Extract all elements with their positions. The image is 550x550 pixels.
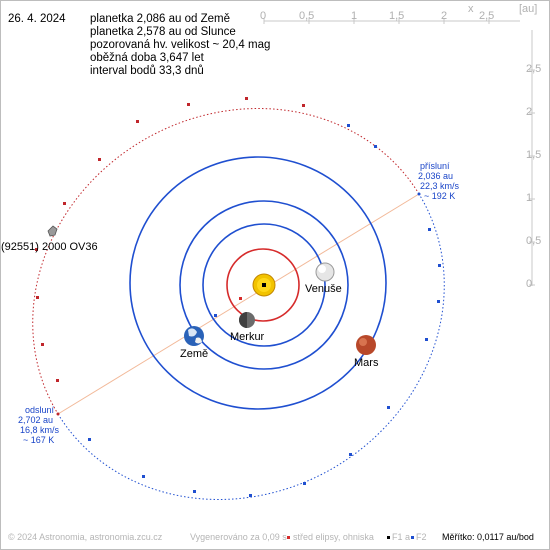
legend-f2-square bbox=[411, 536, 414, 539]
x-tick-label: 1,5 bbox=[389, 10, 405, 22]
aphelion-title: odsluní bbox=[25, 405, 55, 415]
mars-icon bbox=[356, 335, 376, 355]
asteroid-orbit-blue bbox=[57, 193, 445, 501]
venus-icon bbox=[315, 262, 335, 282]
footer-f2-legend: F2 bbox=[416, 532, 427, 542]
y-tick-label: 2 bbox=[526, 106, 533, 118]
y-tick-label: 0 bbox=[526, 278, 533, 290]
y-tick-label: 2,5 bbox=[526, 63, 542, 75]
footer-f1-legend: F1 a bbox=[392, 532, 411, 542]
asteroid-orbit-red bbox=[32, 107, 420, 415]
footer-generated: Vygenerováno za 0,09 s bbox=[190, 532, 287, 542]
x-tick-label: 0 bbox=[260, 10, 267, 22]
aphelion-distance: 2,702 au bbox=[18, 415, 54, 425]
mars-label: Mars bbox=[354, 357, 379, 369]
info-line-distance-sun: planetka 2,578 au od Slunce bbox=[90, 26, 236, 38]
x-tick-label: 2,5 bbox=[479, 10, 495, 22]
perihelion-title: přísluní bbox=[420, 161, 450, 171]
venus-orbit bbox=[202, 223, 326, 347]
aphelion-speed: 16,8 km/s bbox=[20, 425, 60, 435]
asteroid-position-dots-red bbox=[35, 97, 305, 382]
focus-f2-marker bbox=[214, 314, 217, 317]
apsidal-line bbox=[57, 193, 420, 415]
x-tick-label: 2 bbox=[441, 10, 448, 22]
ellipse-center-marker bbox=[239, 297, 242, 300]
sun-icon bbox=[252, 273, 276, 297]
y-tick-label: 1,5 bbox=[526, 149, 542, 161]
asteroid-icon bbox=[47, 225, 58, 237]
earth-icon bbox=[184, 326, 204, 346]
perihelion-info: přísluní bbox=[420, 161, 450, 171]
mars-orbit bbox=[129, 156, 387, 410]
info-line-period: oběžná doba 3,647 let bbox=[90, 52, 204, 64]
aphelion-temperature: ~ 167 K bbox=[23, 435, 55, 445]
earth-label: Země bbox=[180, 348, 209, 360]
info-line-distance-earth: planetka 2,086 au od Země bbox=[90, 13, 231, 25]
info-line-interval: interval bodů 33,3 dnů bbox=[90, 65, 204, 77]
aphelion-marker bbox=[56, 412, 60, 416]
y-tick-label: 0,5 bbox=[526, 235, 542, 247]
perihelion-temperature: ~ 192 K bbox=[424, 191, 456, 201]
axis-unit-label: [au] bbox=[519, 3, 538, 15]
x-tick-label: 1 bbox=[351, 10, 358, 22]
footer-center-legend: střed elipsy, ohniska bbox=[293, 532, 374, 542]
asteroid-position-dots-blue bbox=[88, 124, 441, 497]
perihelion-speed: 22,3 km/s bbox=[420, 181, 460, 191]
info-line-magnitude: pozorovaná hv. velikost ~ 20,4 mag bbox=[90, 39, 271, 51]
mercury-icon bbox=[239, 312, 255, 328]
right-axis bbox=[529, 30, 535, 286]
mercury-orbit bbox=[226, 248, 300, 322]
legend-center-square bbox=[287, 536, 290, 539]
footer-scale: Měřítko: 0,0117 au/bod bbox=[442, 532, 534, 542]
asteroid-label: (92551) 2000 OV36 bbox=[1, 241, 98, 253]
top-axis bbox=[263, 18, 520, 24]
venus-label: Venuše bbox=[305, 283, 342, 295]
perihelion-marker bbox=[417, 192, 421, 196]
footer-copyright: © 2024 Astronomia, astronomia.zcu.cz bbox=[8, 532, 163, 542]
date-label: 26. 4. 2024 bbox=[8, 13, 66, 25]
perihelion-distance: 2,036 au bbox=[418, 171, 454, 181]
x-tick-label: 0,5 bbox=[299, 10, 315, 22]
y-tick-label: 1 bbox=[526, 192, 533, 204]
x-axis-name: x bbox=[468, 3, 474, 15]
legend-f1-square bbox=[387, 536, 390, 539]
earth-orbit bbox=[179, 200, 349, 370]
mercury-label: Merkur bbox=[230, 331, 265, 343]
